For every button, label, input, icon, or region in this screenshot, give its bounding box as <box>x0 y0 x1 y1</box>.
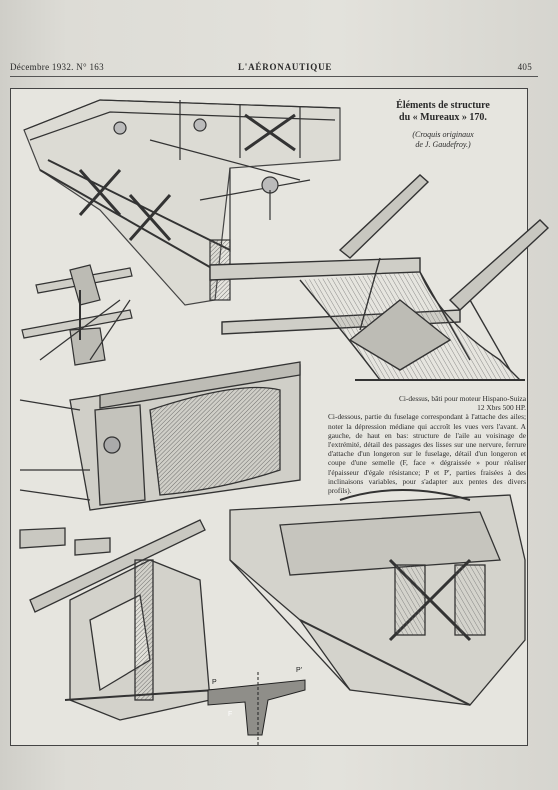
header-rule <box>10 76 538 77</box>
journal-title: L'AÉRONAUTIQUE <box>238 62 333 72</box>
running-header: Décembre 1932. N° 163 L'AÉRONAUTIQUE 405 <box>10 62 540 76</box>
rib-stringer-pass-detail <box>21 264 133 366</box>
spar-detail-drawing <box>19 519 216 721</box>
spar-attachment-fitting-drawing <box>19 361 301 511</box>
label-f: F <box>228 711 232 718</box>
page-number: 405 <box>517 62 532 72</box>
plate-title-line2: du « Mureaux » 170. <box>399 112 487 123</box>
plate-credit-line1: (Croquis originaux <box>412 130 474 139</box>
engine-mount-drawing <box>209 174 550 381</box>
caption-body: Ci-dessous, partie du fuselage correspon… <box>328 412 526 496</box>
plate-credit-line2: de J. Gaudefroy.) <box>415 140 471 149</box>
plate-title-line1: Éléments de structure <box>396 100 490 111</box>
label-p: P <box>212 679 217 686</box>
plate-caption: Ci-dessus, bâti pour moteur Hispano-Suiz… <box>328 394 526 495</box>
flange-cross-section <box>207 672 306 745</box>
caption-line1: Ci-dessus, bâti pour moteur Hispano-Suiz… <box>398 394 526 403</box>
plate-title-block: Éléments de structure du « Mureaux » 170… <box>378 100 508 150</box>
label-p-prime: P' <box>296 667 302 674</box>
caption-line2: 12 Xbrs 500 HP. <box>477 403 526 413</box>
issue-date: Décembre 1932. N° 163 <box>10 62 104 72</box>
fuselage-wing-attachment-drawing <box>229 489 526 706</box>
